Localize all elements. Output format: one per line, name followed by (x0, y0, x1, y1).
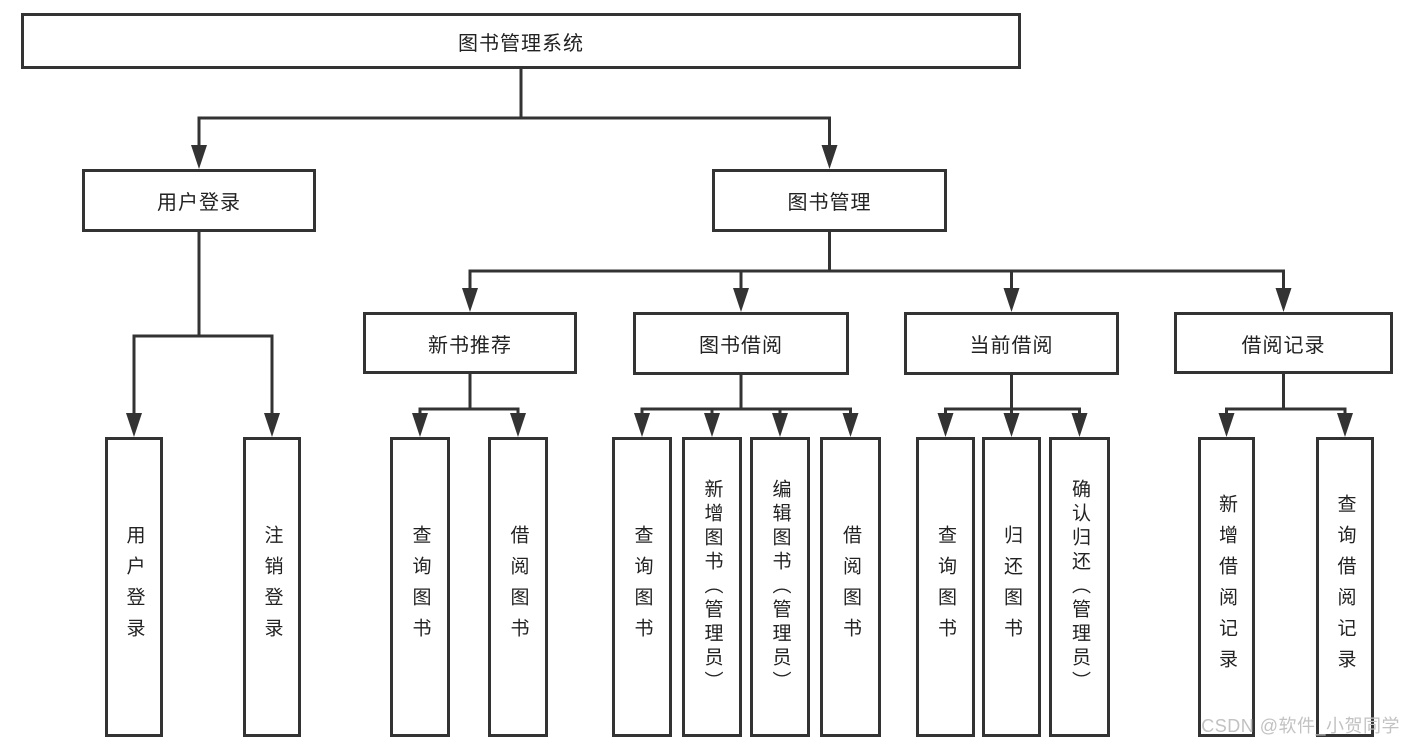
node-label-br-query: 查询借阅记录 (1334, 494, 1356, 680)
node-label-logout: 注销登录 (261, 525, 283, 649)
node-bb-borrow: 借阅图书 (820, 437, 881, 737)
node-root: 图书管理系统 (21, 13, 1021, 69)
node-label-new-books: 新书推荐 (428, 334, 512, 357)
node-book-mgmt: 图书管理 (712, 169, 947, 232)
node-label-cb-query: 查询图书 (935, 525, 956, 649)
node-bb-add: 新增图书（管理员） (682, 437, 742, 737)
node-label-book-borrow: 图书借阅 (699, 335, 783, 357)
node-label-book-mgmt: 图书管理 (787, 192, 872, 214)
node-br-query: 查询借阅记录 (1316, 437, 1374, 737)
node-current-borrow: 当前借阅 (904, 312, 1119, 375)
node-cb-return: 归还图书 (982, 437, 1041, 737)
node-label-bb-query: 查询图书 (631, 525, 653, 649)
node-label-cb-return: 归还图书 (1001, 525, 1022, 649)
node-bb-edit: 编辑图书（管理员） (750, 437, 810, 737)
node-label-bb-add: 新增图书（管理员） (701, 479, 723, 695)
watermark: CSDN @软件_小贺同学 (1201, 716, 1400, 736)
node-label-nb-query: 查询图书 (409, 525, 431, 649)
node-label-bb-edit: 编辑图书（管理员） (769, 479, 791, 695)
node-nb-query: 查询图书 (390, 437, 450, 737)
node-logout: 注销登录 (243, 437, 301, 737)
node-label-bb-borrow: 借阅图书 (840, 525, 861, 649)
node-cb-confirm: 确认归还（管理员） (1049, 437, 1110, 737)
node-login: 用户登录 (105, 437, 163, 737)
node-label-root: 图书管理系统 (458, 32, 584, 55)
node-label-current-borrow: 当前借阅 (969, 335, 1054, 357)
node-book-borrow: 图书借阅 (633, 312, 849, 375)
node-borrow-records: 借阅记录 (1174, 312, 1393, 374)
node-label-user-login: 用户登录 (157, 192, 241, 214)
node-label-cb-confirm: 确认归还（管理员） (1069, 479, 1090, 695)
node-label-br-add: 新增借阅记录 (1216, 494, 1237, 680)
node-br-add: 新增借阅记录 (1198, 437, 1255, 737)
node-nb-borrow: 借阅图书 (488, 437, 548, 737)
node-bb-query: 查询图书 (612, 437, 672, 737)
node-label-login: 用户登录 (123, 525, 145, 649)
node-cb-query: 查询图书 (916, 437, 975, 737)
node-user-login: 用户登录 (82, 169, 316, 232)
node-new-books: 新书推荐 (363, 312, 577, 374)
node-label-borrow-records: 借阅记录 (1241, 334, 1326, 357)
node-label-nb-borrow: 借阅图书 (507, 525, 529, 649)
